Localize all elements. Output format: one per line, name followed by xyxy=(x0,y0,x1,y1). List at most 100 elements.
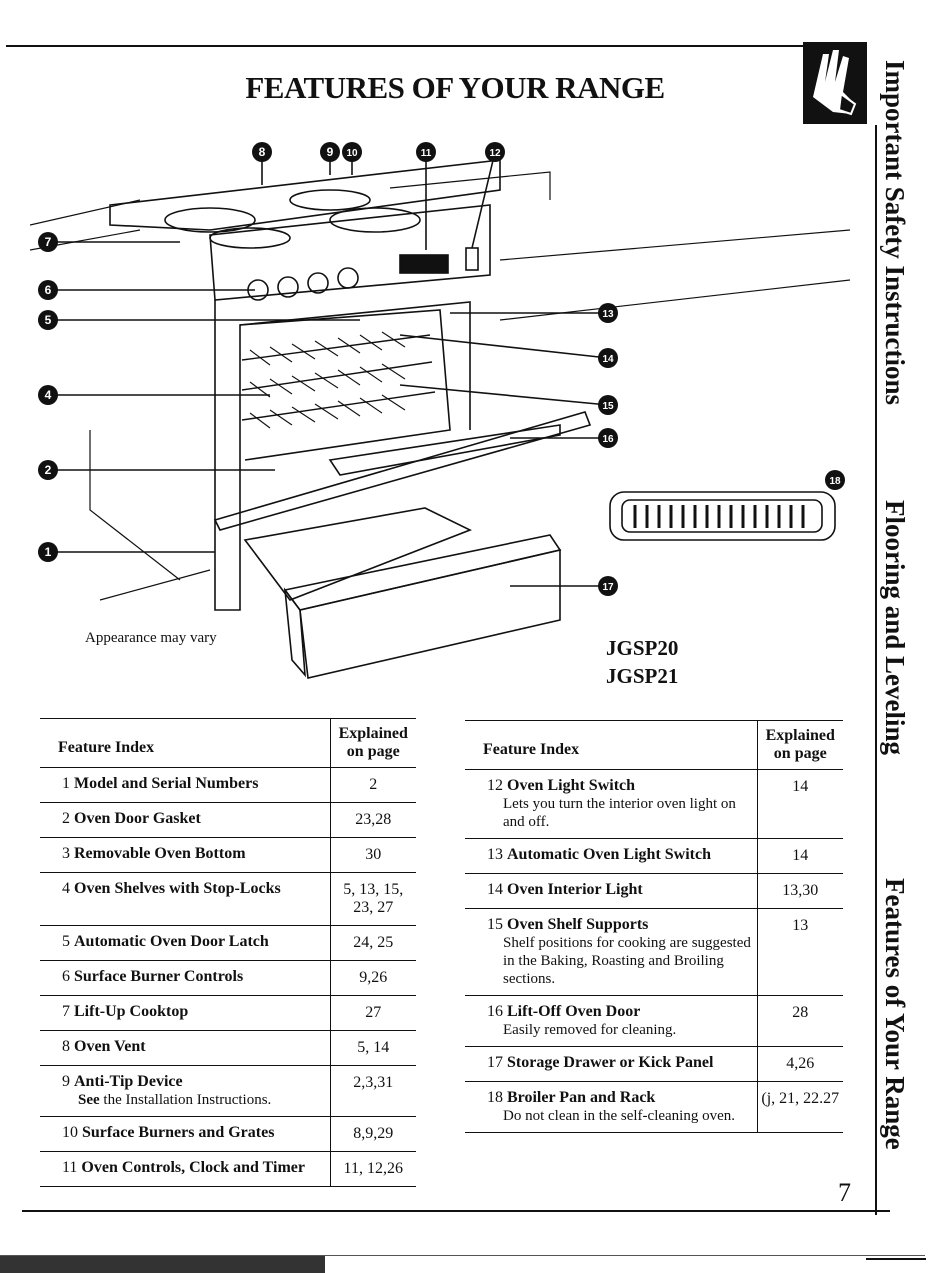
callout-number: 13 xyxy=(602,309,614,320)
feature-number: 12 xyxy=(487,777,503,794)
feature-name: Lift-Off Oven Door xyxy=(507,1003,641,1020)
feature-description-text: Lets you turn the interior oven light on… xyxy=(503,796,736,830)
side-tab-safety[interactable]: Important Safety Instructions xyxy=(880,60,910,406)
feature-name: Oven Door Gasket xyxy=(74,810,201,827)
side-tab-leveling[interactable]: Flooring and Leveling xyxy=(880,500,910,756)
feature-name: Oven Controls, Clock and Timer xyxy=(81,1159,305,1176)
feature-pages: 30 xyxy=(329,837,416,873)
feature-pages: 8,9,29 xyxy=(329,1116,416,1152)
feature-number: 1 xyxy=(62,775,70,792)
callout-number: 14 xyxy=(602,354,614,365)
feature-number: 6 xyxy=(62,968,70,985)
feature-pages: 9,26 xyxy=(329,960,416,996)
feature-pages: 28 xyxy=(756,995,843,1047)
bottom-rule xyxy=(866,1258,926,1260)
feature-description-text: the Installation Instructions. xyxy=(103,1092,272,1108)
feature-index-header: Feature Index xyxy=(40,718,330,768)
feature-pages: (j, 21, 22.27 xyxy=(756,1081,843,1133)
feature-row: 6 Surface Burner Controls 9,26 xyxy=(40,960,416,996)
feature-name: Model and Serial Numbers xyxy=(74,775,259,792)
feature-number: 2 xyxy=(62,810,70,827)
feature-number: 8 xyxy=(62,1038,70,1055)
feature-name: Oven Shelves with Stop-Locks xyxy=(74,880,281,897)
feature-pages: 14 xyxy=(756,838,843,874)
feature-cell: 7 Lift-Up Cooktop xyxy=(40,995,330,1031)
feature-description-text: Easily removed for cleaning. xyxy=(503,1022,677,1038)
feature-name: Lift-Up Cooktop xyxy=(74,1003,189,1020)
feature-name: Surface Burner Controls xyxy=(74,968,244,985)
feature-pages: 23,28 xyxy=(329,802,416,838)
callout-number: 9 xyxy=(327,145,334,159)
callout-number: 18 xyxy=(829,476,841,487)
feature-cell: 10 Surface Burners and Grates xyxy=(40,1116,330,1152)
callout-marker: 10 xyxy=(342,142,362,162)
feature-pages: 2,3,31 xyxy=(329,1065,416,1117)
feature-cell: 3 Removable Oven Bottom xyxy=(40,837,330,873)
feature-pages: 4,26 xyxy=(756,1046,843,1082)
callout-marker: 7 xyxy=(38,232,58,252)
bottom-rule xyxy=(22,1210,890,1212)
feature-number: 3 xyxy=(62,845,70,862)
feature-description: See the Installation Instructions. xyxy=(62,1091,326,1109)
model-number: JGSP21 xyxy=(606,664,679,688)
callout-number: 6 xyxy=(45,283,52,297)
callout-marker: 11 xyxy=(416,142,436,162)
callout-number: 1 xyxy=(45,545,52,559)
callout-marker: 5 xyxy=(38,310,58,330)
feature-pages: 5, 14 xyxy=(329,1030,416,1066)
callout-marker: 17 xyxy=(598,576,618,596)
feature-description: Lets you turn the interior oven light on… xyxy=(487,795,753,831)
side-tab-divider xyxy=(875,125,877,1215)
callout-marker: 16 xyxy=(598,428,618,448)
callout-number: 10 xyxy=(346,148,358,159)
callout-marker: 4 xyxy=(38,385,58,405)
callout-marker: 15 xyxy=(598,395,618,415)
feature-cell: 2 Oven Door Gasket xyxy=(40,802,330,838)
illustration-caption: Appearance may vary xyxy=(85,630,217,646)
callout-number: 12 xyxy=(489,148,501,159)
feature-name: Removable Oven Bottom xyxy=(74,845,246,862)
feature-number: 16 xyxy=(487,1003,503,1020)
feature-number: 4 xyxy=(62,880,70,897)
callout-leader-line xyxy=(399,334,609,359)
feature-number: 15 xyxy=(487,916,503,933)
side-tab-features[interactable]: Features of Your Range xyxy=(880,878,910,1150)
feature-number: 9 xyxy=(62,1073,70,1090)
hand-tab-icon xyxy=(803,42,867,124)
feature-description: Shelf positions for cooking are suggeste… xyxy=(487,934,753,988)
callout-marker: 12 xyxy=(485,142,505,162)
callout-number: 5 xyxy=(45,313,52,327)
feature-number: 18 xyxy=(487,1089,503,1106)
feature-pages: 24, 25 xyxy=(329,925,416,961)
feature-cell: 5 Automatic Oven Door Latch xyxy=(40,925,330,961)
callout-marker: 6 xyxy=(38,280,58,300)
feature-name: Automatic Oven Light Switch xyxy=(507,846,711,863)
callout-number: 4 xyxy=(45,388,52,402)
feature-cell: 8 Oven Vent xyxy=(40,1030,330,1066)
callout-number: 7 xyxy=(45,235,52,249)
callout-number: 2 xyxy=(45,463,52,477)
feature-name: Oven Shelf Supports xyxy=(507,916,649,933)
feature-pages: 11, 12,26 xyxy=(329,1151,416,1187)
feature-pages: 27 xyxy=(329,995,416,1031)
feature-description-text: Do not clean in the self-cleaning oven. xyxy=(503,1108,736,1124)
feature-number: 11 xyxy=(62,1159,78,1176)
callout-marker: 9 xyxy=(320,142,340,162)
feature-description: Easily removed for cleaning. xyxy=(487,1021,753,1039)
feature-number: 17 xyxy=(487,1054,503,1071)
feature-pages: 13,30 xyxy=(756,873,843,909)
